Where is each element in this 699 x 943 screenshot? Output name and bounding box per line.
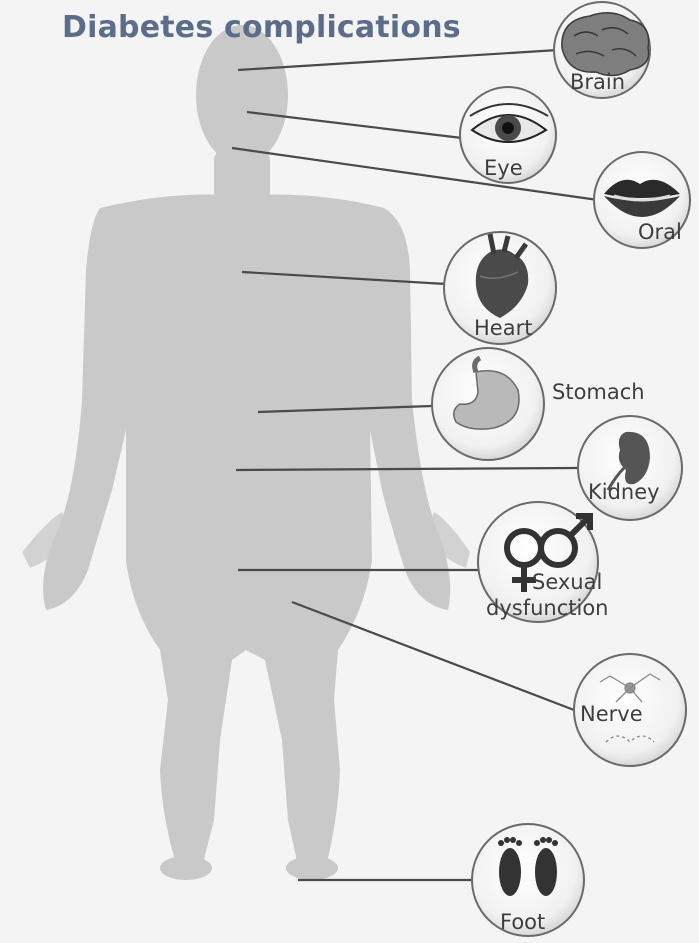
brain-leader-line <box>238 50 558 70</box>
heart-label: Heart <box>474 316 532 340</box>
kidney-label: Kidney <box>588 480 660 504</box>
foot-label: Foot <box>500 910 545 934</box>
sexual-label: Sexual <box>532 570 602 594</box>
nerve-label: Nerve <box>580 702 643 726</box>
diagram-title: Diabetes complications <box>62 10 461 45</box>
stomach-label: Stomach <box>552 380 645 404</box>
oral-label: Oral <box>638 220 682 244</box>
brain-icon <box>562 13 649 76</box>
dysfunction-label: dysfunction <box>486 596 608 620</box>
eye-label: Eye <box>484 156 523 180</box>
human-body-silhouette <box>22 25 470 880</box>
brain-label: Brain <box>570 70 625 94</box>
